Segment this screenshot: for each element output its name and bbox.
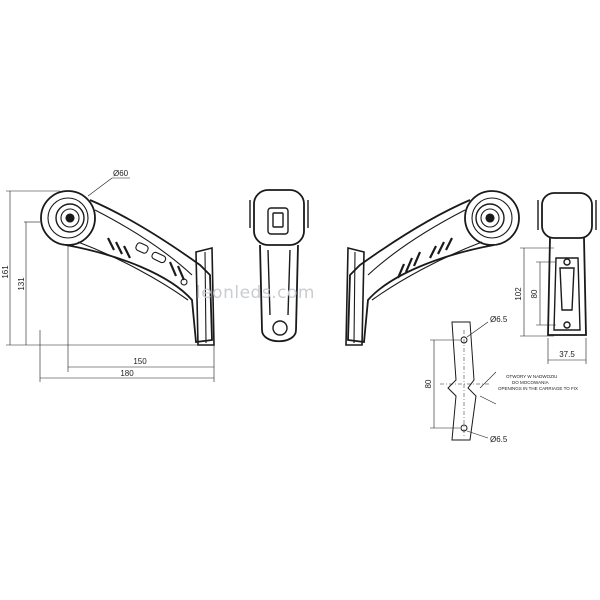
right-mount-plate — [345, 246, 365, 346]
mount-width-label: 37.5 — [559, 350, 575, 359]
side-view-right — [345, 190, 520, 346]
mount-view — [537, 192, 597, 336]
side-view-left — [40, 190, 215, 346]
front-head — [253, 189, 305, 246]
mount-height-102-label: 102 — [514, 287, 523, 301]
lamp-lens — [55, 203, 85, 233]
watermark: leonleds.com — [196, 283, 315, 303]
height-131-label: 131 — [17, 277, 26, 291]
mount-view-dimensions — [520, 247, 587, 364]
hole-bottom-label: Ø6.5 — [490, 435, 508, 444]
carriage-wall — [447, 321, 477, 441]
front-view — [249, 189, 309, 343]
front-arm — [259, 244, 299, 343]
hole-diameter-label: Ø60 — [113, 169, 129, 178]
width-150-label: 150 — [133, 357, 147, 366]
hole-detail-dimensions — [430, 321, 497, 439]
arm-ribs — [107, 237, 186, 281]
hole-spacing-label: 80 — [424, 379, 433, 388]
right-arm-ribs — [396, 237, 453, 279]
height-161-label: 161 — [1, 265, 10, 279]
mount-head — [541, 192, 593, 239]
arm-outline — [65, 199, 213, 344]
lamp-head-inner — [47, 197, 89, 239]
note-en: OPENINGS IN THE CARRIAGE TO FIX — [498, 386, 578, 391]
hole-detail — [440, 321, 490, 441]
right-arm-outline — [347, 199, 495, 344]
note-pl-line-1: OTWORY W NADWOZIU — [506, 374, 557, 379]
note-pl-line-2: DO MOCOWANIA — [512, 380, 549, 385]
side-view-dimensions — [6, 177, 215, 382]
mount-height-80-label: 80 — [530, 289, 539, 298]
width-180-label: 180 — [120, 369, 134, 378]
hole-top-label: Ø6.5 — [490, 315, 508, 324]
mount-bracket — [553, 257, 581, 331]
